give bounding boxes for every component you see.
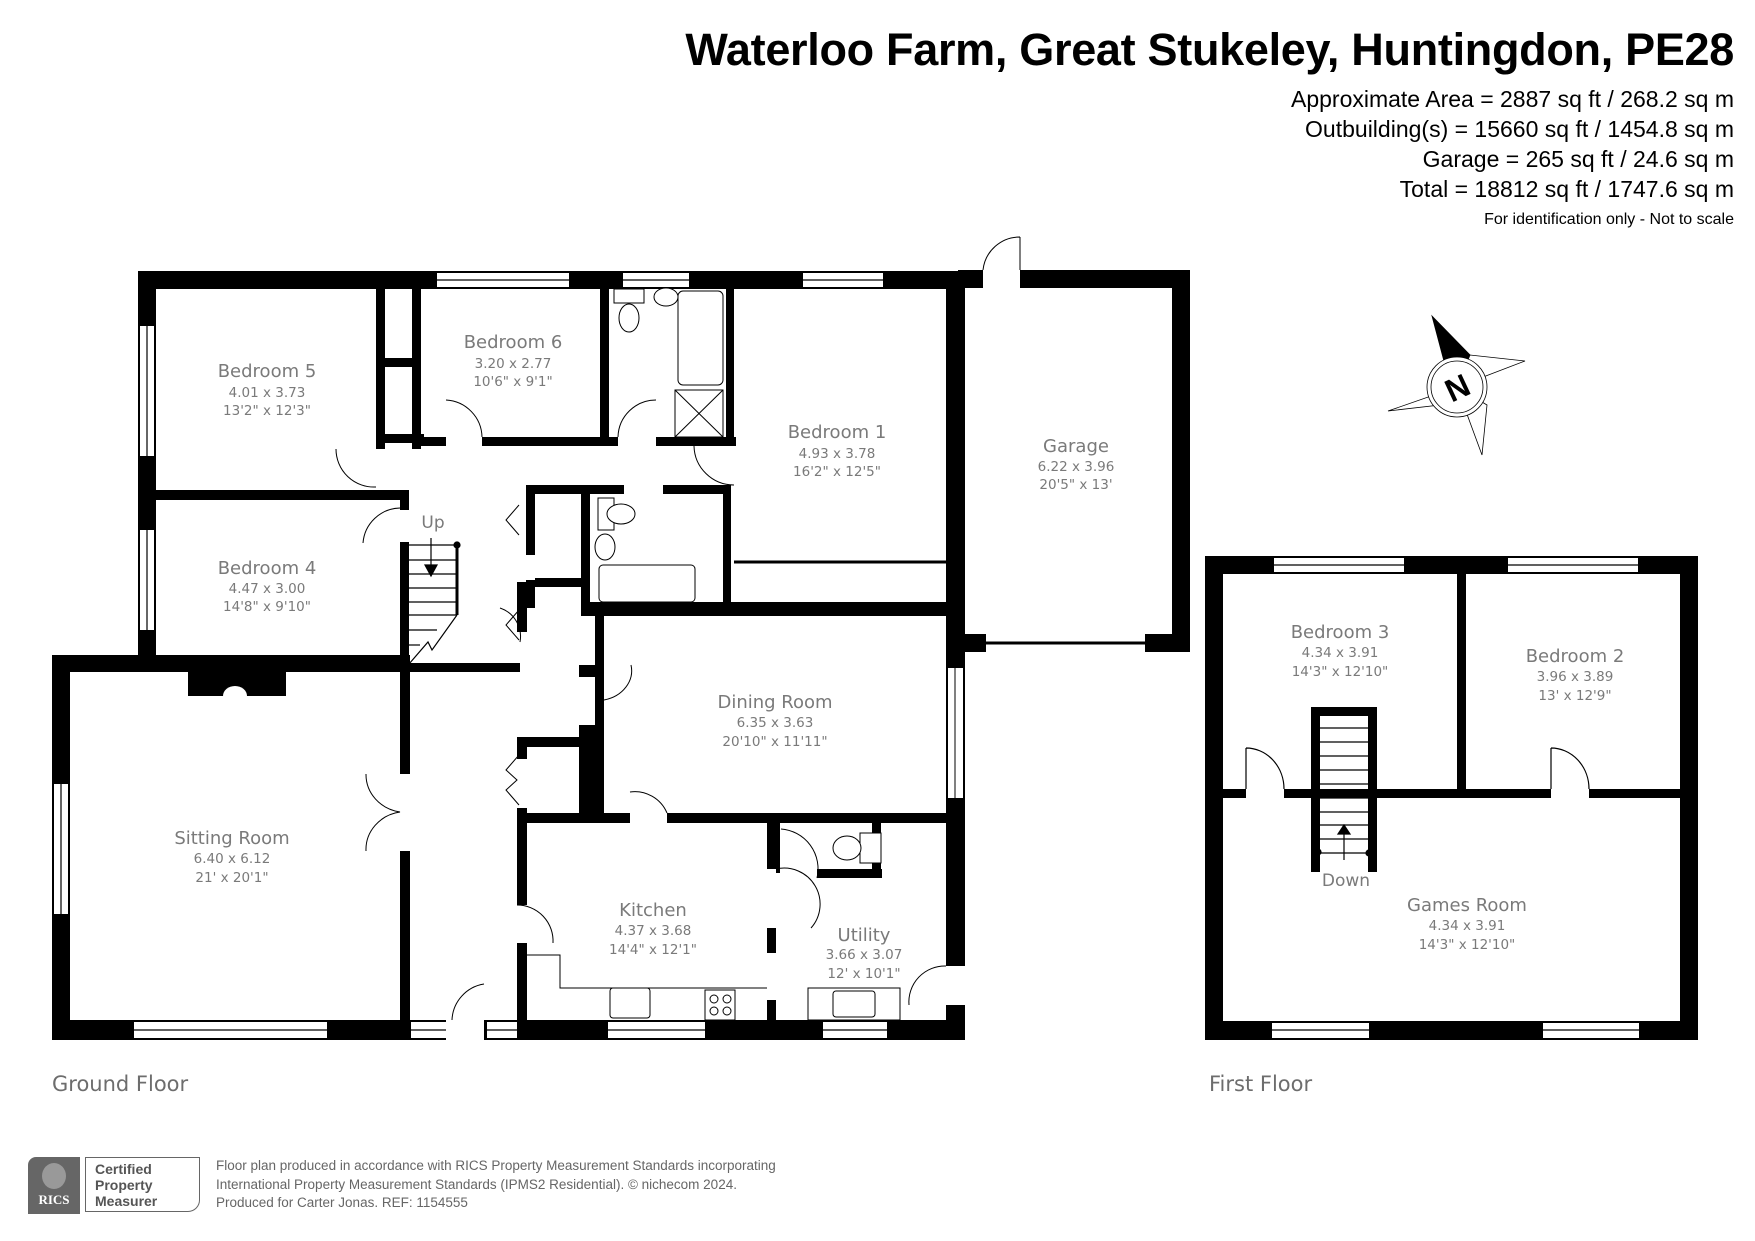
svg-text:3.66 x 3.07: 3.66 x 3.07 <box>826 947 903 963</box>
svg-text:Sitting Room: Sitting Room <box>174 828 289 849</box>
svg-text:13' x 12'9": 13' x 12'9" <box>1538 688 1611 704</box>
stairs-up <box>400 538 461 672</box>
room-label-dining-room: Dining Room 6.35 x 3.63 20'10" x 11'11" <box>717 692 832 750</box>
svg-text:Bedroom 4: Bedroom 4 <box>218 558 317 579</box>
svg-text:Dining Room: Dining Room <box>717 692 832 713</box>
certified-property-measurer: Certified Property Measurer <box>85 1157 200 1212</box>
svg-text:3.20 x 2.77: 3.20 x 2.77 <box>475 356 552 372</box>
svg-text:6.35 x 3.63: 6.35 x 3.63 <box>737 715 814 731</box>
svg-text:Garage: Garage <box>1043 436 1109 457</box>
room-label-sitting-room: Sitting Room 6.40 x 6.12 21' x 20'1" <box>174 828 289 886</box>
room-label-bedroom-3: Bedroom 3 4.34 x 3.91 14'3" x 12'10" <box>1291 622 1390 680</box>
stairs-up-label: Up <box>421 513 444 533</box>
svg-text:14'8" x 9'10": 14'8" x 9'10" <box>223 599 311 615</box>
area-total: Total = 18812 sq ft / 1747.6 sq m <box>1399 176 1734 202</box>
svg-text:20'5" x 13': 20'5" x 13' <box>1039 477 1112 493</box>
ground-floor-walls <box>52 270 1190 1040</box>
room-label-utility: Utility 3.66 x 3.07 12' x 10'1" <box>826 925 903 982</box>
svg-text:Bedroom 2: Bedroom 2 <box>1526 646 1625 667</box>
room-label-bedroom-5: Bedroom 5 4.01 x 3.73 13'2" x 12'3" <box>218 361 317 419</box>
svg-text:12' x 10'1": 12' x 10'1" <box>827 966 900 982</box>
svg-text:4.34 x 3.91: 4.34 x 3.91 <box>1429 918 1506 934</box>
svg-text:16'2" x 12'5": 16'2" x 12'5" <box>793 464 881 480</box>
scale-note: For identification only - Not to scale <box>1484 211 1734 228</box>
svg-text:14'3" x 12'10": 14'3" x 12'10" <box>1419 937 1516 953</box>
footer-line-3: Produced for Carter Jonas. REF: 1154555 <box>216 1195 468 1210</box>
svg-text:Bedroom 5: Bedroom 5 <box>218 361 317 382</box>
svg-text:4.93 x 3.78: 4.93 x 3.78 <box>799 446 876 462</box>
footer-line-2: International Property Measurement Stand… <box>216 1176 737 1192</box>
svg-text:13'2" x 12'3": 13'2" x 12'3" <box>223 403 311 419</box>
room-label-kitchen: Kitchen 4.37 x 3.68 14'4" x 12'1" <box>609 900 697 958</box>
svg-text:4.01 x 3.73: 4.01 x 3.73 <box>229 385 306 401</box>
footer-line-1: Floor plan produced in accordance with R… <box>216 1158 776 1173</box>
svg-text:10'6" x 9'1": 10'6" x 9'1" <box>473 374 552 390</box>
area-approximate: Approximate Area = 2887 sq ft / 268.2 sq… <box>1290 86 1734 112</box>
room-label-bedroom-2: Bedroom 2 3.96 x 3.89 13' x 12'9" <box>1526 646 1625 704</box>
svg-text:21' x 20'1": 21' x 20'1" <box>195 870 268 886</box>
first-floor-walls <box>1205 556 1698 1040</box>
svg-text:4.37 x 3.68: 4.37 x 3.68 <box>615 923 692 939</box>
svg-text:20'10" x 11'11": 20'10" x 11'11" <box>722 734 827 750</box>
door-swings <box>335 236 1021 1021</box>
page-title: Waterloo Farm, Great Stukeley, Huntingdo… <box>685 24 1734 75</box>
svg-text:Kitchen: Kitchen <box>619 900 687 921</box>
svg-text:Bedroom 1: Bedroom 1 <box>788 422 887 443</box>
svg-text:Utility: Utility <box>838 925 891 946</box>
window-lines <box>60 279 887 1031</box>
svg-text:6.22 x 3.96: 6.22 x 3.96 <box>1038 459 1115 475</box>
first-floor-lines <box>1245 564 1639 1031</box>
svg-text:6.40 x 6.12: 6.40 x 6.12 <box>194 851 271 867</box>
lion-icon <box>42 1163 66 1189</box>
compass-icon: N <box>1387 314 1526 456</box>
room-label-bedroom-1: Bedroom 1 4.93 x 3.78 16'2" x 12'5" <box>788 422 887 480</box>
stairs-down-label: Down <box>1322 871 1370 891</box>
svg-text:3.96 x 3.89: 3.96 x 3.89 <box>1537 669 1614 685</box>
svg-text:14'4" x 12'1": 14'4" x 12'1" <box>609 942 697 958</box>
area-outbuildings: Outbuilding(s) = 15660 sq ft / 1454.8 sq… <box>1305 116 1734 142</box>
room-label-bedroom-4: Bedroom 4 4.47 x 3.00 14'8" x 9'10" <box>218 558 317 615</box>
room-label-games-room: Games Room 4.34 x 3.91 14'3" x 12'10" <box>1407 895 1527 953</box>
area-garage: Garage = 265 sq ft / 24.6 sq m <box>1422 146 1734 172</box>
area-summary: Approximate Area = 2887 sq ft / 268.2 sq… <box>1291 84 1734 204</box>
rics-badge: RICS Certified Property Measurer <box>28 1157 203 1214</box>
svg-text:Games Room: Games Room <box>1407 895 1527 916</box>
first-floor-label: First Floor <box>1209 1072 1313 1096</box>
svg-text:4.34 x 3.91: 4.34 x 3.91 <box>1302 645 1379 661</box>
room-label-garage: Garage 6.22 x 3.96 20'5" x 13' <box>1038 436 1115 493</box>
svg-text:Bedroom 6: Bedroom 6 <box>464 332 563 353</box>
svg-text:4.47 x 3.00: 4.47 x 3.00 <box>229 581 306 597</box>
rics-logo: RICS <box>28 1157 80 1214</box>
svg-text:14'3" x 12'10": 14'3" x 12'10" <box>1292 664 1389 680</box>
ground-floor-label: Ground Floor <box>52 1072 189 1096</box>
footer-disclaimer: Floor plan produced in accordance with R… <box>216 1157 776 1213</box>
svg-text:Bedroom 3: Bedroom 3 <box>1291 622 1390 643</box>
room-label-bedroom-6: Bedroom 6 3.20 x 2.77 10'6" x 9'1" <box>464 332 563 390</box>
bathroom-fixtures <box>527 287 946 1021</box>
